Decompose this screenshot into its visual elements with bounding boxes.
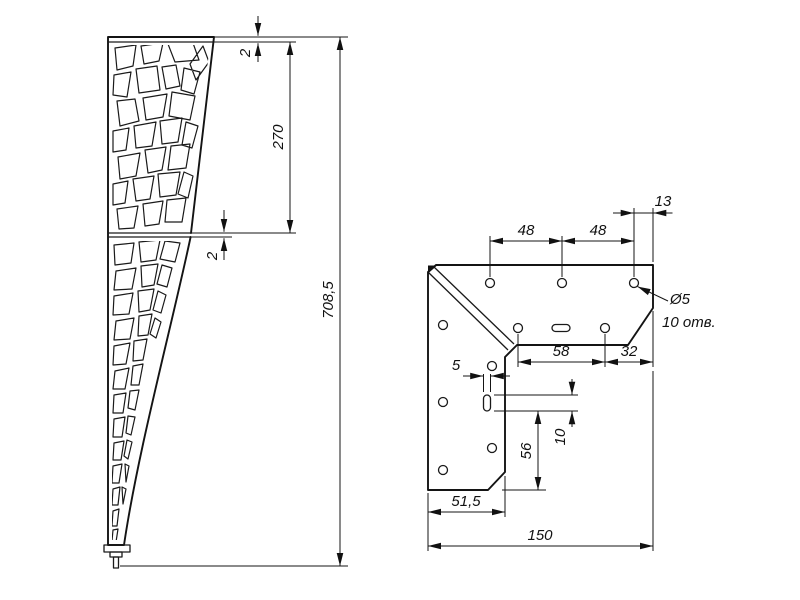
dim-base-width: 51,5 — [451, 493, 481, 510]
dim-pitch-b: 48 — [590, 222, 607, 239]
hole — [486, 442, 498, 454]
hole — [628, 277, 640, 289]
dim-lower-span: 56 — [518, 442, 535, 459]
dim-mid-right: 32 — [621, 343, 638, 360]
hole-count-label: 10 отв. — [662, 314, 716, 331]
foot-plate — [103, 544, 131, 553]
bracket-outline — [107, 36, 215, 546]
dim-mid-pitch: 58 — [553, 343, 570, 360]
bracket-edge-bands — [108, 41, 214, 238]
dim-mid-thickness: 2 — [204, 251, 221, 261]
dim-total-width: 150 — [527, 527, 553, 544]
hole-callout-leader — [637, 286, 669, 302]
dim-slot-length: 10 — [552, 428, 569, 445]
bend-lines — [428, 266, 515, 351]
voronoi-cutouts — [112, 45, 210, 540]
hole — [437, 319, 449, 331]
dim-total-height: 708,5 — [320, 281, 337, 319]
dim-slot-width: 5 — [452, 357, 461, 374]
hole — [486, 360, 498, 372]
dim-top-thickness: 2 — [237, 48, 254, 58]
hole-diameter-label: Ø5 — [669, 291, 691, 308]
dim-pitch-a: 48 — [518, 222, 535, 239]
hole — [437, 396, 449, 408]
hole — [556, 277, 568, 289]
dim-upper-section: 270 — [270, 124, 287, 151]
bolt-shank — [112, 556, 120, 569]
voronoi-pattern — [112, 45, 210, 540]
slot-horizontal — [551, 323, 571, 333]
hole-pattern — [437, 277, 640, 476]
dim-edge-offset: 13 — [655, 193, 672, 210]
slot-vertical — [482, 394, 492, 412]
extension-lines-left — [120, 36, 348, 567]
plate-outline — [427, 264, 654, 491]
foot-detail — [103, 544, 131, 569]
left-view-dimensions: 2 270 2 708,5 — [120, 16, 348, 567]
mounting-plate-view: 48 48 13 Ø5 10 отв. 58 32 5 10 56 51,5 1… — [427, 193, 716, 551]
hole — [484, 277, 496, 289]
hole — [512, 322, 524, 334]
bolt-head — [109, 551, 123, 558]
right-view-dimensions: 48 48 13 Ø5 10 отв. 58 32 5 10 56 51,5 1… — [427, 193, 716, 551]
bracket-side-view: 2 270 2 708,5 — [103, 16, 348, 569]
hole — [437, 464, 449, 476]
hole — [599, 322, 611, 334]
corner-chamfer-mark — [428, 265, 437, 274]
